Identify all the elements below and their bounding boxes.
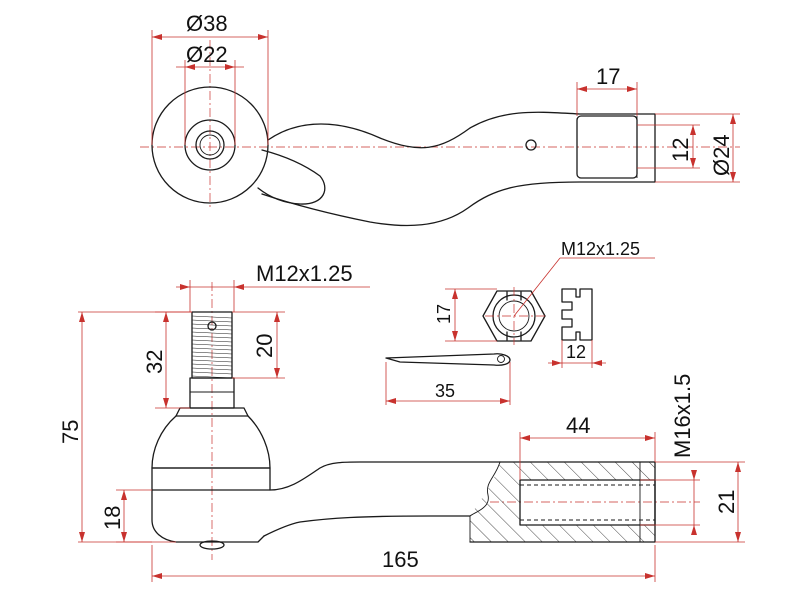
cotter-pin-shape — [385, 353, 511, 366]
castle-nut-side — [561, 288, 593, 341]
arm-hole — [525, 139, 537, 151]
nut-dim-17-arrow-top — [452, 289, 458, 299]
dim-12-label: 12 — [668, 138, 693, 162]
dim-12-arrow-top — [690, 125, 696, 135]
dim-d22-arrow-left — [185, 64, 195, 70]
dim-20-arrow-bottom — [274, 368, 280, 378]
housing-outline — [151, 467, 271, 491]
stud-thread-arrow-left — [180, 284, 190, 290]
dim-44-arrow-right — [645, 435, 655, 441]
arm-web — [257, 149, 326, 205]
dim-32-arrow-top — [163, 312, 169, 322]
stud-thread-label: M12x1.25 — [256, 261, 353, 286]
dim-165-arrow-right — [645, 573, 655, 579]
dim-d24-arrow-top — [730, 114, 736, 124]
thread-line — [191, 319, 233, 323]
dim-21-arrow-top — [735, 462, 741, 472]
dim-d24-arrow-bottom — [730, 172, 736, 182]
dim-d24-label: Ø24 — [709, 134, 734, 176]
dim-d22-arrow-right — [225, 64, 235, 70]
thread-line — [191, 351, 233, 355]
dim-17-label: 17 — [596, 64, 620, 89]
cotter-dim-35-arrow-left — [386, 398, 396, 404]
eye-bore-inner — [199, 134, 221, 156]
housing-bottom-cap — [199, 540, 225, 550]
dim-18-label: 18 — [100, 506, 125, 530]
dim-d38-arrow-left — [152, 34, 162, 40]
dim-d38-label: Ø38 — [186, 11, 228, 36]
stud-pin-hole — [207, 321, 217, 331]
shank-break-line — [469, 461, 501, 542]
shank-section-hatch — [470, 462, 655, 542]
thread-line — [191, 355, 233, 359]
dim-20-arrow-top — [274, 312, 280, 322]
thread-line — [191, 335, 233, 339]
dim-d22-label: Ø22 — [186, 42, 228, 67]
thread-line — [191, 339, 233, 343]
nut-dim-12-arrow-right — [592, 360, 602, 366]
nut-thread-label: M12x1.25 — [561, 239, 640, 259]
nut-dim-17-arrow-bottom — [452, 331, 458, 341]
dim-32-label: 32 — [142, 350, 167, 374]
stud-thread-lines — [191, 315, 233, 379]
side-arm-top — [269, 461, 501, 491]
dim-18-arrow-top — [121, 490, 127, 500]
nut-dim-12-arrow-left — [552, 360, 562, 366]
housing-lower — [151, 489, 265, 543]
thread-line — [191, 343, 233, 347]
side-arm-bottom — [263, 515, 471, 537]
dim-21-arrow-bottom — [735, 532, 741, 542]
cotter-pin-detail: 35 — [385, 353, 511, 405]
nut-dim-17-label: 17 — [434, 304, 454, 324]
thread-line — [191, 363, 233, 367]
shank-bore — [519, 479, 656, 526]
dim-m16-arrow-top — [691, 470, 697, 480]
thread-line — [191, 371, 233, 375]
dim-75-label: 75 — [58, 420, 83, 444]
dim-165-label: 165 — [382, 547, 419, 572]
dim-m16-arrow-bottom — [691, 525, 697, 535]
cotter-dim-35-label: 35 — [435, 381, 455, 401]
cotter-pin-eye — [497, 355, 505, 363]
side-view: M12x1.25 32 20 75 18 165 — [58, 261, 745, 582]
cotter-dim-35-arrow-right — [500, 398, 510, 404]
thread-line — [191, 331, 233, 335]
top-view: Ø38 Ø22 17 12 Ø24 — [140, 11, 740, 227]
dim-75-arrow-bottom — [79, 532, 85, 542]
nut-detail: M12x1.25 17 12 — [434, 239, 655, 368]
dim-44-arrow-left — [520, 435, 530, 441]
boot-body — [151, 415, 271, 469]
thread-line — [191, 323, 233, 327]
arm-outline — [261, 111, 656, 227]
nut-thread-leader — [513, 257, 561, 317]
eye-bore — [195, 130, 225, 160]
dim-20-label: 20 — [252, 334, 277, 358]
thread-line — [191, 359, 233, 363]
dim-m16-label: M16x1.5 — [670, 374, 695, 458]
nut-dim-12-label: 12 — [566, 342, 586, 362]
dim-17-arrow-left — [577, 86, 587, 92]
stud-thread-arrow-right — [234, 284, 244, 290]
thread-line — [191, 367, 233, 371]
dim-18-arrow-bottom — [121, 532, 127, 542]
thread-line — [191, 347, 233, 351]
thread-line — [191, 327, 233, 331]
dim-21-label: 21 — [714, 490, 739, 514]
dim-d38-arrow-right — [258, 34, 268, 40]
dim-12-arrow-bottom — [690, 158, 696, 168]
dim-165-arrow-left — [152, 573, 162, 579]
dim-44-label: 44 — [566, 413, 590, 438]
thread-line — [191, 315, 233, 319]
dim-75-arrow-top — [79, 312, 85, 322]
dim-17-arrow-right — [627, 86, 637, 92]
castle-nut-hex — [482, 290, 546, 342]
dim-32-arrow-bottom — [163, 398, 169, 408]
